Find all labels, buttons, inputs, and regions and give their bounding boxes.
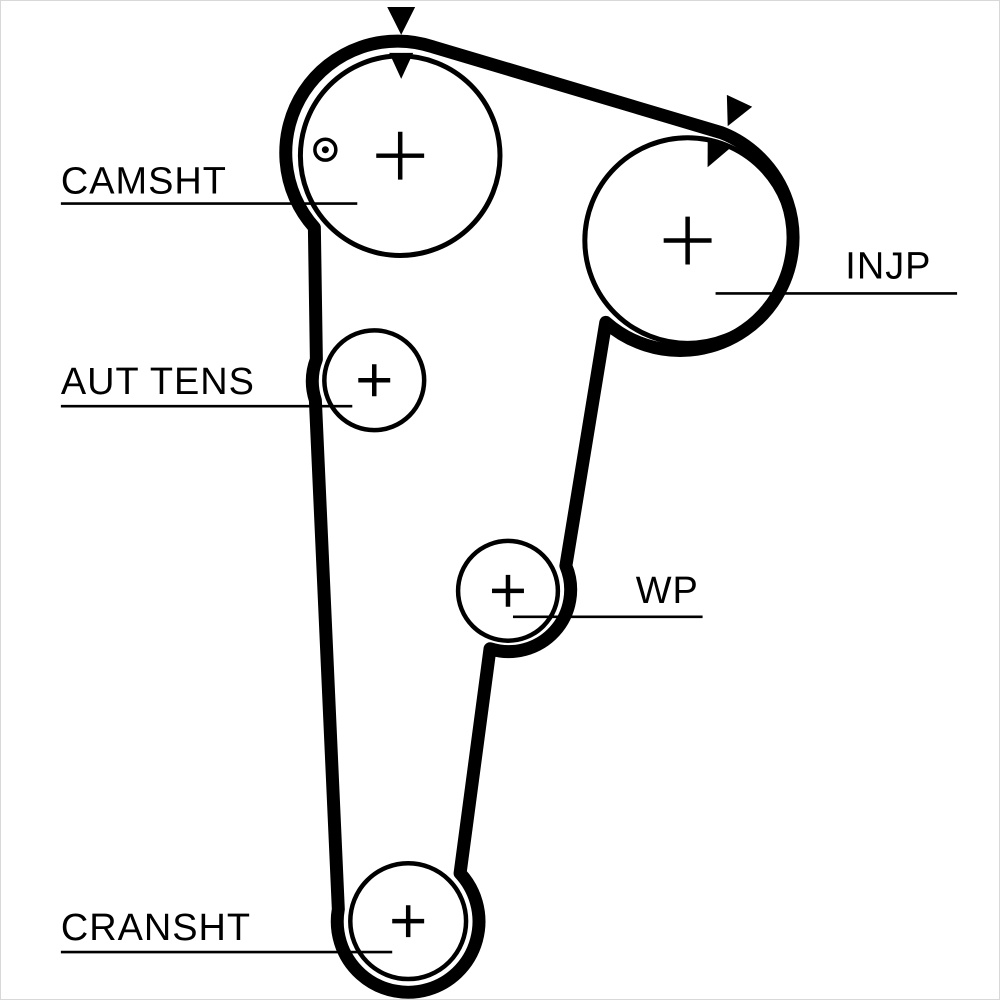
- injection-pump-arrow-outer-icon: [726, 94, 753, 127]
- crankshaft-center-mark: [392, 905, 425, 938]
- camshaft-arrow-outer-icon: [387, 6, 416, 35]
- label-crankshaft: CRANSHT: [60, 907, 393, 954]
- water-pump-center-mark: [492, 574, 524, 607]
- alignment-dot-center: [321, 146, 329, 154]
- injection-pump-label: INJP: [845, 245, 931, 287]
- tensioner-pulley: [322, 328, 427, 433]
- tensioner-label: AUT TENS: [61, 361, 255, 403]
- camshaft-arrow-inner-icon: [389, 52, 414, 79]
- tensioner-center-mark: [358, 364, 391, 397]
- label-camshaft: CAMSHT: [60, 161, 358, 205]
- label-water-pump: WP: [512, 570, 703, 619]
- camshaft-pulley: [297, 53, 503, 258]
- timing-belt: [279, 34, 800, 999]
- injection-pump-arrow-inner-icon: [707, 138, 730, 168]
- water-pump-label: WP: [636, 570, 699, 612]
- crankshaft-label: CRANSHT: [61, 907, 251, 949]
- camshaft-label: CAMSHT: [61, 161, 227, 203]
- camshaft-center-mark: [376, 131, 425, 180]
- label-tensioner: AUT TENS: [60, 361, 353, 408]
- label-injection-pump: INJP: [715, 245, 958, 295]
- injection-pump-center-mark: [663, 216, 712, 265]
- water-pump-pulley: [455, 538, 561, 643]
- crankshaft-pulley: [348, 861, 469, 982]
